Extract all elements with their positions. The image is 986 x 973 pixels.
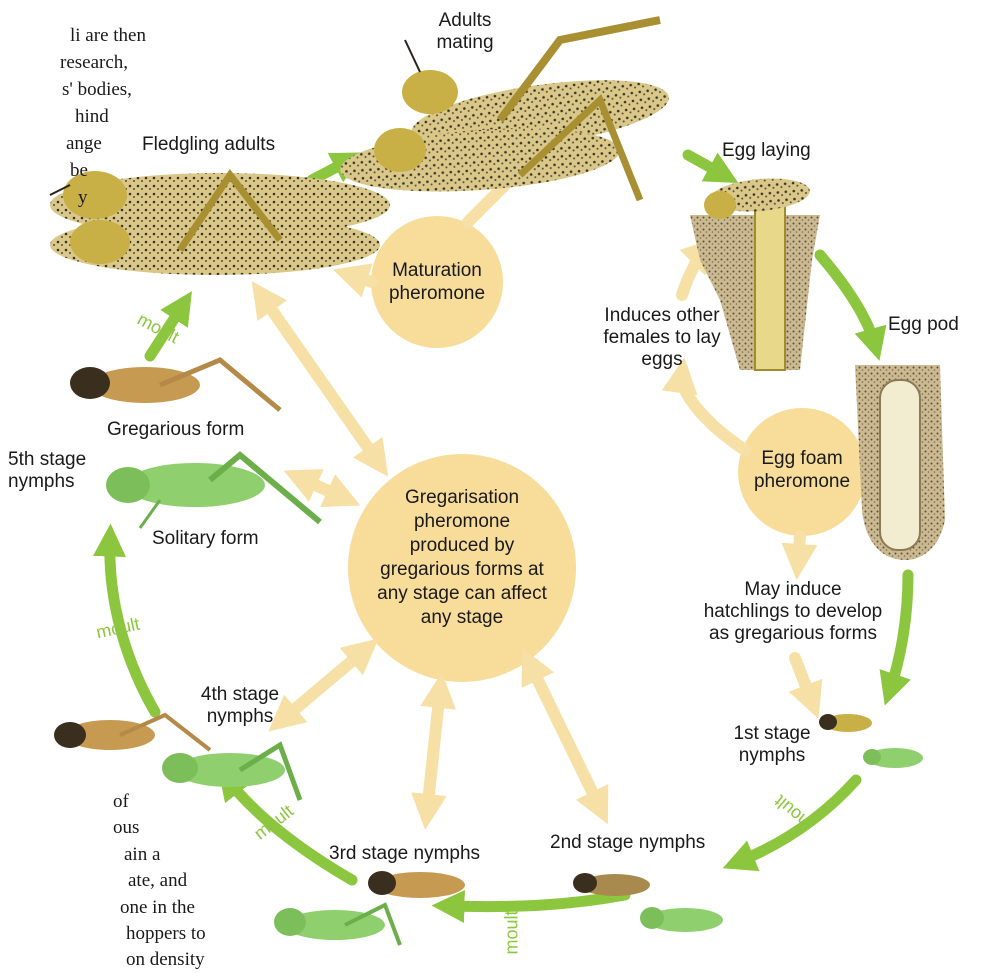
label-fledgling-adults: Fledgling adults — [142, 134, 275, 156]
arrow-3rd-to-4th — [228, 780, 352, 880]
stalk-maturation-to-mating — [468, 185, 505, 222]
label-4th-stage-nymphs: 4th stage nymphs — [190, 684, 290, 728]
arrow-mating-to-egg-laying — [688, 155, 724, 175]
label-induces-other-females: Induces other females to lay eggs — [592, 305, 732, 371]
arrow-maturation-to-fledglings — [350, 275, 372, 282]
body-line: hind — [75, 103, 109, 130]
locust-gregarious-nymph — [70, 360, 280, 410]
label-3rd-stage-nymphs: 3rd stage nymphs — [329, 843, 480, 865]
label-solitary-form: Solitary form — [152, 528, 259, 550]
label-egg-laying: Egg laying — [722, 140, 811, 162]
arrow-hatchlings-to-1st — [795, 658, 812, 702]
locust-3rd-stage-nymphs — [274, 871, 465, 945]
egg-pod — [855, 365, 945, 560]
label-gregarious-form: Gregarious form — [107, 419, 244, 441]
body-line: on density — [126, 946, 205, 973]
arrow-greg-3rd — [427, 690, 440, 812]
arrow-greg-fledgling — [262, 296, 378, 462]
label-egg-pod: Egg pod — [888, 314, 959, 336]
maturation-pheromone-text: Maturation pheromone — [377, 259, 497, 305]
arrow-eggfoam-induces-females — [682, 375, 745, 450]
moult-label: moult — [502, 910, 523, 954]
label-adults-mating: Adults mating — [415, 10, 515, 54]
label-5th-stage-nymphs: 5th stage nymphs — [8, 449, 86, 493]
arrow-2nd-to-3rd — [448, 895, 625, 907]
arrow-eggfoam-to-hatchlings — [798, 536, 800, 562]
body-line: ate, and — [128, 867, 187, 894]
body-line: one in the — [120, 894, 195, 921]
label-1st-stage-nymphs: 1st stage nymphs — [722, 723, 822, 767]
body-line: hoppers to — [126, 920, 206, 947]
body-line: li are then — [70, 22, 146, 49]
body-line: y — [78, 184, 88, 211]
body-line: research, — [60, 49, 128, 76]
arrow-greg-2nd — [530, 664, 600, 808]
locust-solitary-nymph — [106, 455, 320, 528]
label-2nd-stage-nymphs: 2nd stage nymphs — [550, 832, 705, 854]
body-line: ange — [66, 130, 102, 157]
locust-fledgling-adults — [50, 171, 390, 275]
egg-foam-pheromone-text: Egg foam pheromone — [742, 447, 862, 493]
body-line: ous — [113, 814, 139, 841]
arrow-egg-laying-to-pod — [820, 255, 875, 345]
body-line: of — [113, 788, 129, 815]
body-line: ain a — [124, 841, 160, 868]
body-line: be — [70, 157, 88, 184]
arrow-greg-4th — [282, 650, 365, 720]
label-may-induce-hatchlings: May induce hatchlings to develop as greg… — [688, 579, 898, 645]
gregarisation-pheromone-text: Gregarisation pheromone produced by greg… — [352, 486, 572, 630]
arrow-greg-solitary — [300, 478, 344, 498]
locust-1st-stage-nymphs — [819, 714, 923, 768]
body-line: s' bodies, — [62, 76, 132, 103]
